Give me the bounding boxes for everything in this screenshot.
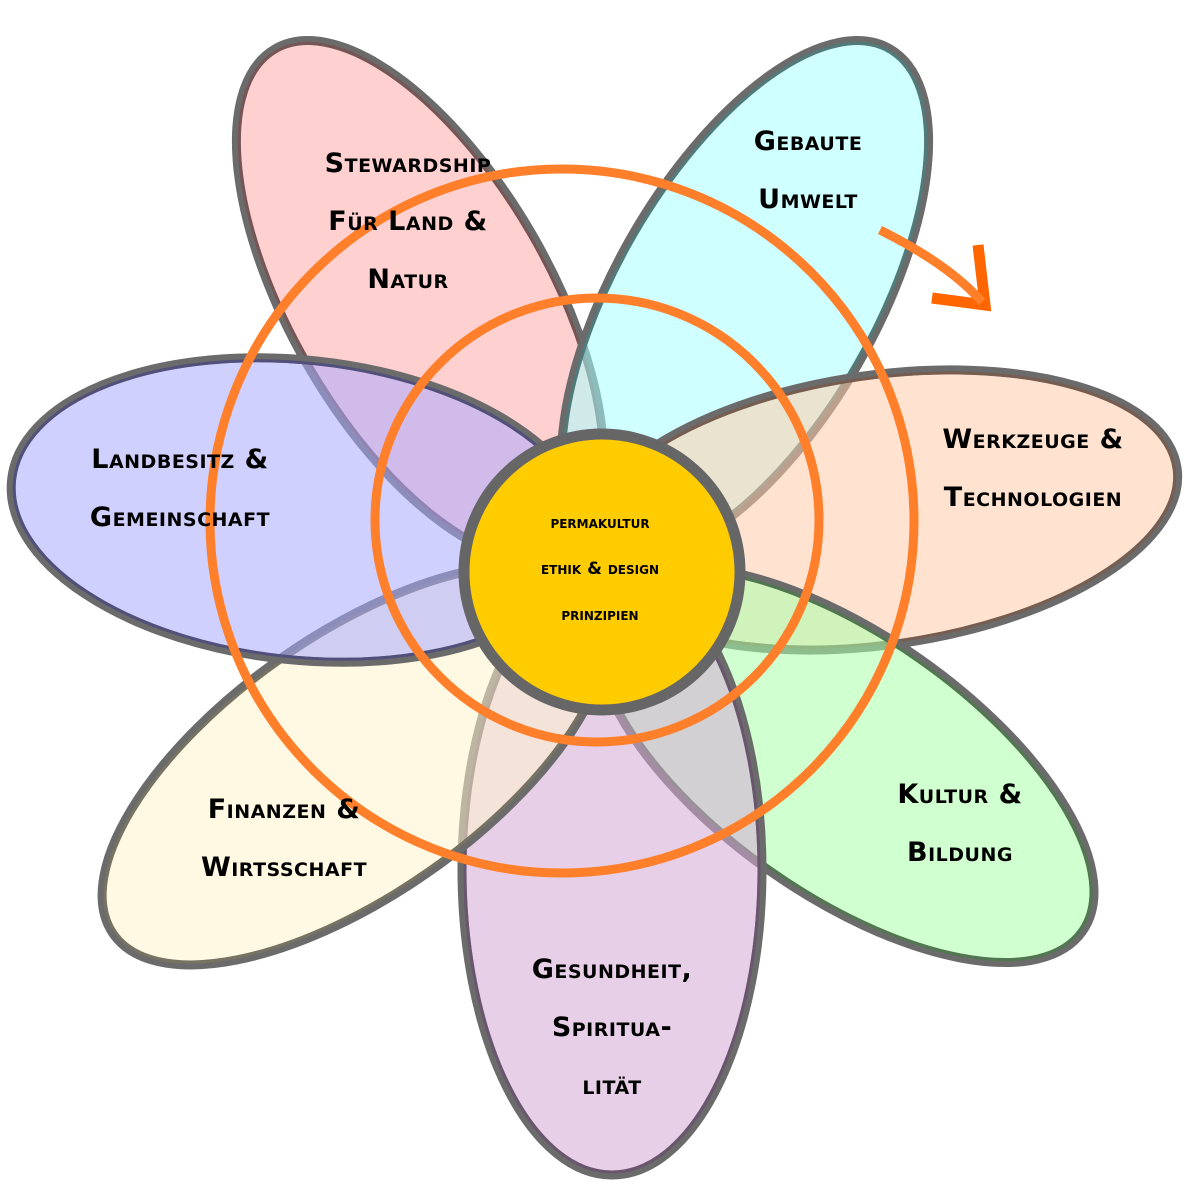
petal-gebaute-umwelt-label-line: Gebaute	[754, 126, 863, 157]
petal-gebaute-umwelt-label-line: Umwelt	[758, 184, 858, 215]
petal-werkzeuge-label-line: Werkzeuge &	[942, 424, 1123, 455]
center-circle	[458, 428, 746, 716]
petal-gesundheit-label-line: Gesundheit,	[532, 954, 693, 985]
center-layer: permakultur ethik & design prinzipien	[458, 428, 746, 716]
petal-gesundheit-label-line: lität	[582, 1070, 641, 1101]
petal-kultur-label: Kultur & Bildung	[897, 779, 1022, 868]
center-label: permakultur ethik & design prinzipien	[541, 513, 659, 625]
petal-stewardship-label-line: Natur	[367, 264, 448, 295]
petal-landbesitz-label-line: Landbesitz &	[91, 444, 268, 475]
petal-gesundheit-label: Gesundheit, Spiritua-lität	[532, 954, 693, 1101]
petal-finanzen-label-line: Finanzen &	[208, 794, 361, 825]
inner-ring-layer	[370, 293, 824, 747]
petal-finanzen-label: Finanzen & Wirtsschaft	[201, 794, 367, 883]
petal-landbesitz-label-line: Gemeinschaft	[90, 502, 270, 533]
inner-cycle-ring	[370, 293, 824, 747]
petal-landbesitz-label: Landbesitz & Gemeinschaft	[90, 444, 270, 533]
petal-stewardship-label-line: Stewardship	[325, 148, 492, 179]
petal-werkzeuge-label-line: Technologien	[944, 482, 1122, 513]
petal-kultur-label-line: Kultur &	[897, 779, 1022, 810]
center-label-line: prinzipien	[561, 605, 638, 625]
outer-cycle-ring	[205, 164, 919, 878]
ring-layer	[205, 164, 992, 878]
petal-gesundheit-label-line: Spiritua-	[552, 1012, 672, 1043]
center-label-line: permakultur	[550, 513, 649, 533]
center-label-line: ethik & design	[541, 559, 659, 579]
petal-stewardship-label-line: Für Land &	[328, 206, 487, 237]
petal-werkzeuge-label: Werkzeuge & Technologien	[942, 424, 1123, 513]
petal-finanzen-label-line: Wirtsschaft	[201, 852, 367, 883]
petal-kultur-label-line: Bildung	[907, 837, 1013, 868]
cycle-arrowhead-icon	[931, 244, 992, 312]
cycle-arrow-shaft	[877, 225, 986, 305]
